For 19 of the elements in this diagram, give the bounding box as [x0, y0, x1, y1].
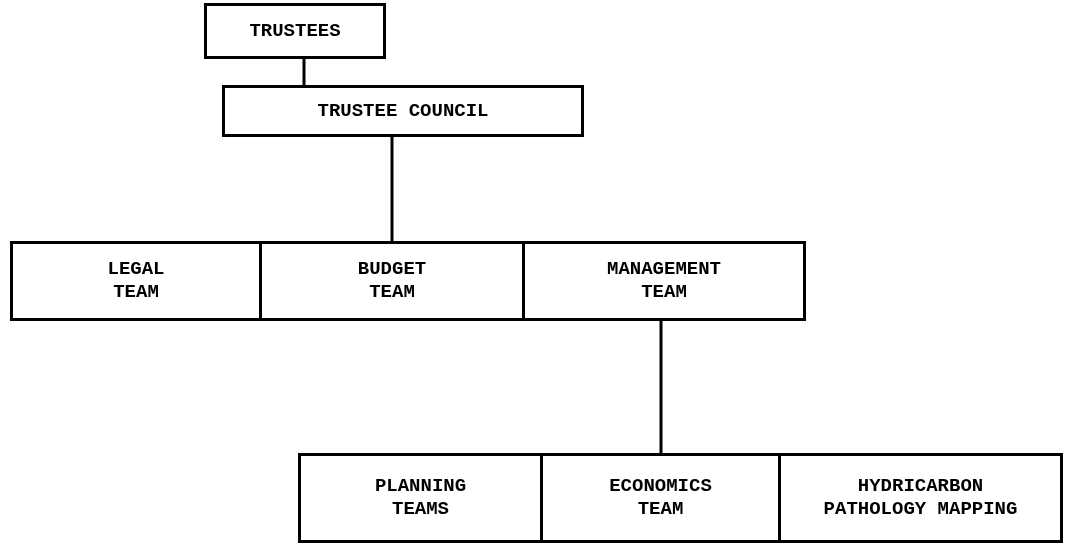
connector-line — [390, 137, 394, 241]
connector-line — [659, 321, 663, 453]
org-box — [10, 241, 262, 321]
org-box — [778, 453, 1063, 543]
box-label: TRUSTEES — [249, 19, 341, 43]
org-box — [259, 241, 525, 321]
org-box — [222, 85, 584, 137]
box-label: MANAGEMENT TEAM — [606, 258, 722, 304]
box-label: HYDRICARBON PATHOLOGY MAPPING — [822, 475, 1019, 521]
box-label: LEGAL TEAM — [106, 258, 166, 304]
box-label: PLANNING TEAMS — [373, 475, 468, 521]
box-label: BUDGET TEAM — [356, 258, 428, 304]
org-box — [522, 241, 806, 321]
org-box — [540, 453, 781, 543]
connector-line — [302, 59, 306, 85]
box-label: TRUSTEE COUNCIL — [317, 99, 489, 123]
box-label: ECONOMICS TEAM — [608, 475, 713, 521]
org-box — [204, 3, 386, 59]
org-box — [298, 453, 543, 543]
